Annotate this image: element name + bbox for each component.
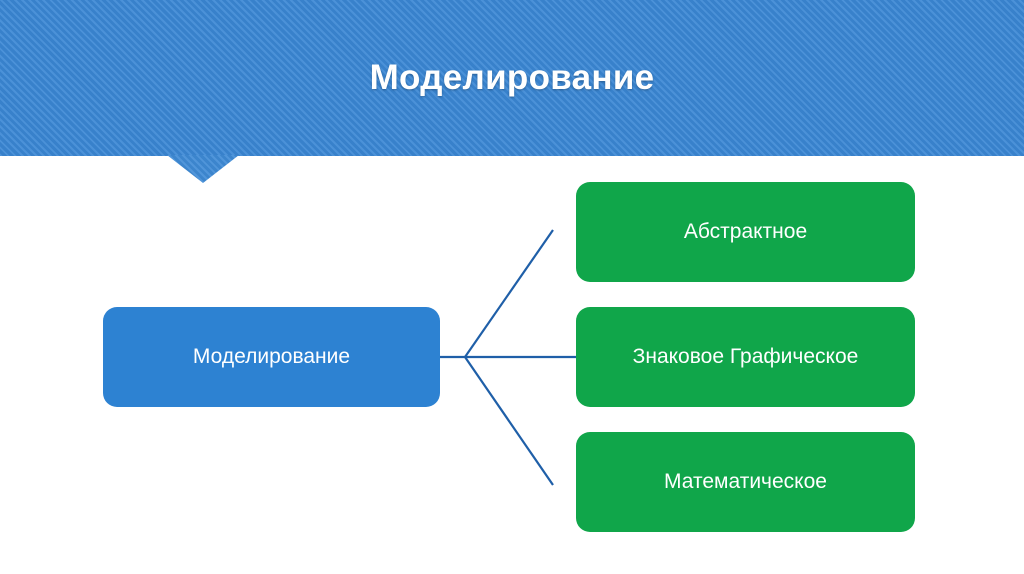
diagram-node-root-label: Моделирование [192,345,351,369]
diagram-node-sign-graphic-label: Знаковое Графическое [632,345,859,369]
connector-to-abstract [464,229,554,358]
header-banner [0,0,1024,156]
connector-to-math [464,356,554,486]
page-title: Моделирование [369,58,655,97]
diagram-node-sign-graphic[interactable]: Знаковое Графическое [576,307,915,407]
diagram-node-mathematical-label: Математическое [664,470,827,494]
diagram-node-root[interactable]: Моделирование [103,307,440,407]
diagram-node-mathematical[interactable]: Математическое [576,432,915,532]
diagram-node-abstract-label: Абстрактное [683,220,808,244]
diagram-node-abstract[interactable]: Абстрактное [576,182,915,282]
header-banner-tail-icon [167,155,239,183]
